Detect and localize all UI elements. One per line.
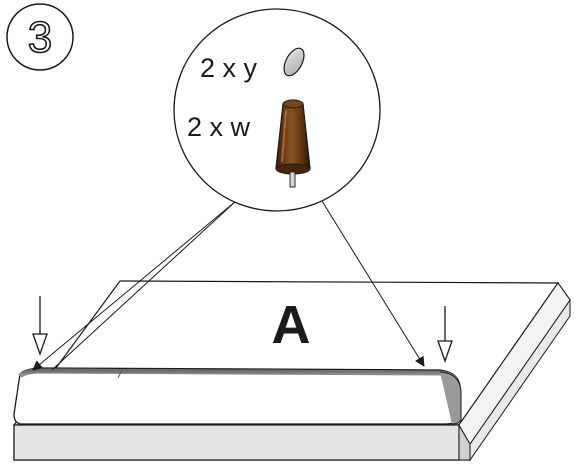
leader-line-left bbox=[32, 200, 237, 371]
callout-leader-lines bbox=[32, 200, 425, 371]
step-number: 3 bbox=[28, 13, 52, 62]
board-label: A bbox=[272, 295, 311, 355]
parts-item-label: 2 x y bbox=[200, 53, 258, 83]
felt-pad-icon bbox=[283, 47, 305, 77]
furniture-leg-icon bbox=[275, 99, 311, 188]
leader-line-right bbox=[321, 200, 425, 367]
step-badge: 3 bbox=[6, 3, 74, 71]
rail-piece bbox=[13, 367, 462, 425]
parts-item-label: 2 x w bbox=[187, 112, 251, 142]
down-arrow-right bbox=[437, 306, 453, 363]
parts-callout: 2 x y 2 x w bbox=[173, 8, 381, 212]
callout-circle bbox=[173, 8, 381, 212]
down-arrow-left bbox=[32, 296, 48, 356]
step-circle bbox=[6, 3, 74, 71]
